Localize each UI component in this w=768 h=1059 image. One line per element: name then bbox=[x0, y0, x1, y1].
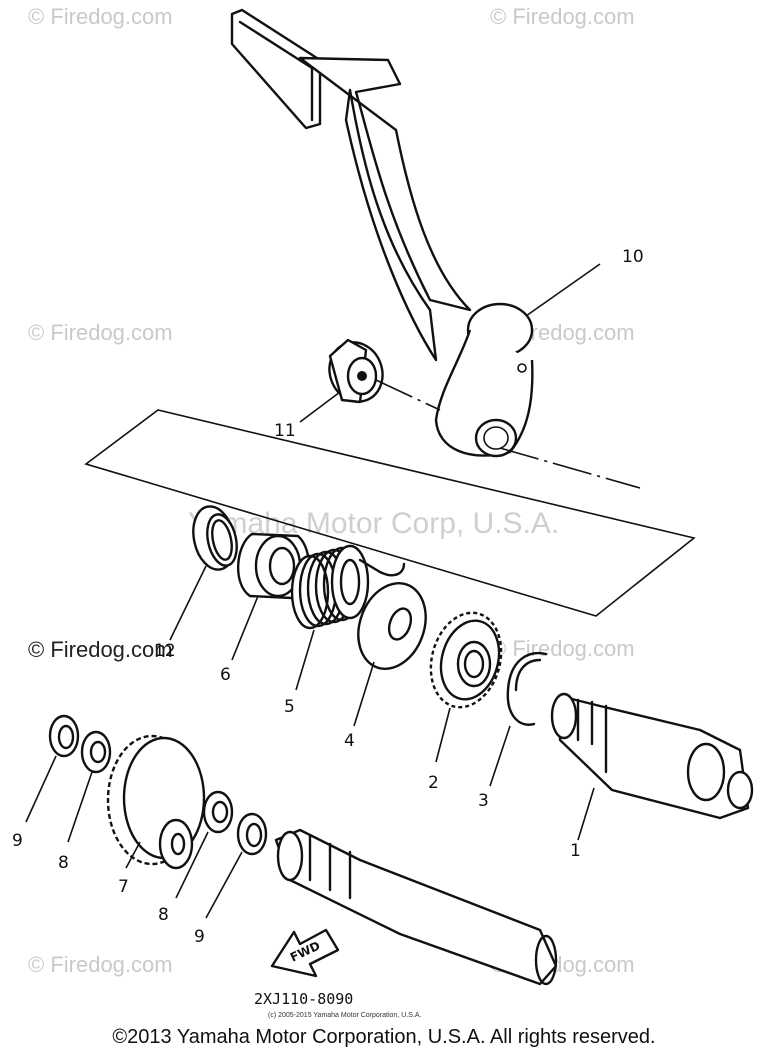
part-label-9: 9 bbox=[194, 927, 205, 947]
ratchet-wheel bbox=[429, 611, 503, 709]
part-label-6: 6 bbox=[220, 665, 231, 685]
circlip bbox=[506, 651, 548, 726]
torsion-spring bbox=[290, 544, 406, 630]
part-label-4: 4 bbox=[344, 731, 355, 751]
watermark: © Firedog.com bbox=[28, 320, 173, 345]
part-label-5: 5 bbox=[284, 697, 295, 717]
footer-copyright: ©2013 Yamaha Motor Corporation, U.S.A. A… bbox=[112, 1026, 656, 1048]
watermark: © Firedog.com bbox=[28, 4, 173, 29]
fwd-arrow: FWD bbox=[270, 928, 340, 978]
idle-gear bbox=[106, 734, 206, 870]
part-label-10: 10 bbox=[622, 247, 644, 267]
diagram-code: 2XJ110-8090 bbox=[254, 990, 353, 1008]
circlip-right bbox=[236, 812, 268, 856]
oil-seal bbox=[192, 505, 238, 571]
circlip-left bbox=[48, 714, 80, 758]
part-label-1: 1 bbox=[570, 841, 581, 861]
small-copyright: (c) 2005-2015 Yamaha Motor Corporation, … bbox=[268, 1012, 421, 1019]
spring-guide bbox=[236, 532, 310, 600]
main-shaft bbox=[274, 828, 558, 986]
washer-right bbox=[202, 790, 234, 834]
part-label-11: 11 bbox=[274, 421, 296, 441]
assembly-outline bbox=[84, 409, 696, 617]
watermark: © Firedog.com bbox=[490, 636, 635, 661]
part-label-7: 7 bbox=[118, 877, 129, 897]
washer-left bbox=[80, 730, 112, 774]
part-label-9: 9 bbox=[12, 831, 23, 851]
leader-lines bbox=[25, 263, 601, 919]
part-label-12: 12 bbox=[154, 641, 176, 661]
part-label-3: 3 bbox=[478, 791, 489, 811]
part-label-8: 8 bbox=[58, 853, 69, 873]
part-label-2: 2 bbox=[428, 773, 439, 793]
part-label-8: 8 bbox=[158, 905, 169, 925]
highlight-watermark: © Firedog.com bbox=[28, 637, 173, 662]
kick-axle bbox=[550, 692, 754, 820]
watermark: © Firedog.com bbox=[490, 4, 635, 29]
center-watermark: Yamaha Motor Corp, U.S.A. bbox=[188, 507, 559, 540]
washer bbox=[357, 582, 427, 670]
bolt bbox=[328, 338, 384, 404]
watermark: © Firedog.com bbox=[28, 952, 173, 977]
kick-crank-lever bbox=[230, 8, 534, 458]
